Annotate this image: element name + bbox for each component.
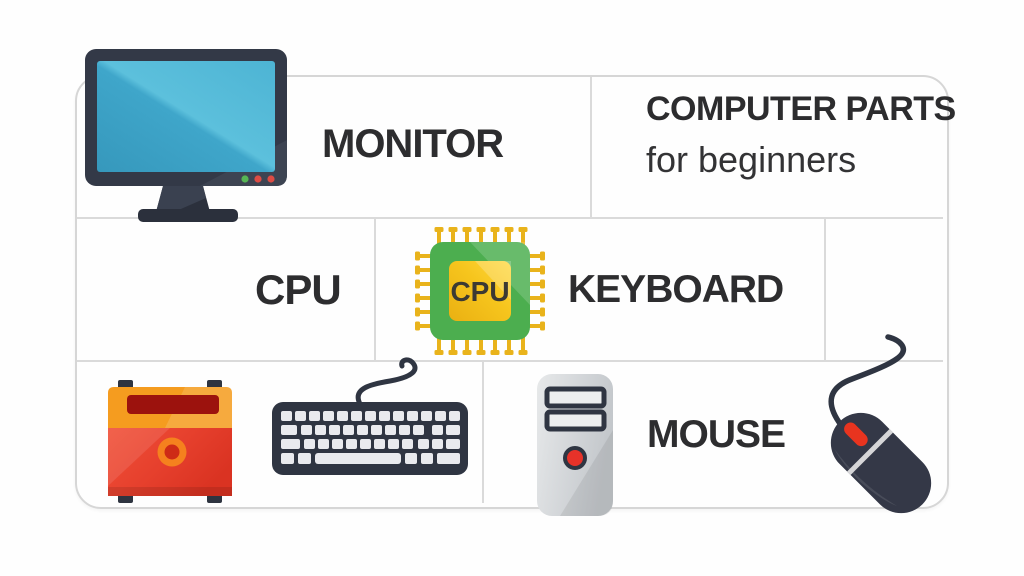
col-divider-row2-right	[824, 219, 826, 360]
cpu-label: CPU	[255, 266, 342, 313]
row-divider-2	[77, 360, 943, 362]
row-divider-1	[77, 217, 943, 219]
page-title: COMPUTER PARTS	[646, 90, 956, 128]
cpu-chip-icon: CPU	[415, 227, 545, 355]
page-subtitle: for beginners	[646, 139, 857, 180]
col-divider-row3	[482, 362, 484, 503]
mouse-label: MOUSE	[647, 413, 786, 456]
tower-icon	[537, 374, 613, 516]
cpu-chip-text: CPU	[450, 276, 509, 307]
keyboard-icon	[272, 357, 468, 475]
title-block: COMPUTER PARTS for beginners	[646, 92, 956, 178]
keyboard-label: KEYBOARD	[568, 268, 784, 311]
monitor-icon	[85, 49, 287, 222]
computer-case-icon	[108, 380, 232, 503]
col-divider-row2-left	[374, 219, 376, 360]
col-divider-row1	[590, 77, 592, 217]
monitor-label: MONITOR	[322, 122, 504, 166]
parts-grid-card	[75, 75, 949, 509]
mouse-icon	[828, 334, 932, 514]
